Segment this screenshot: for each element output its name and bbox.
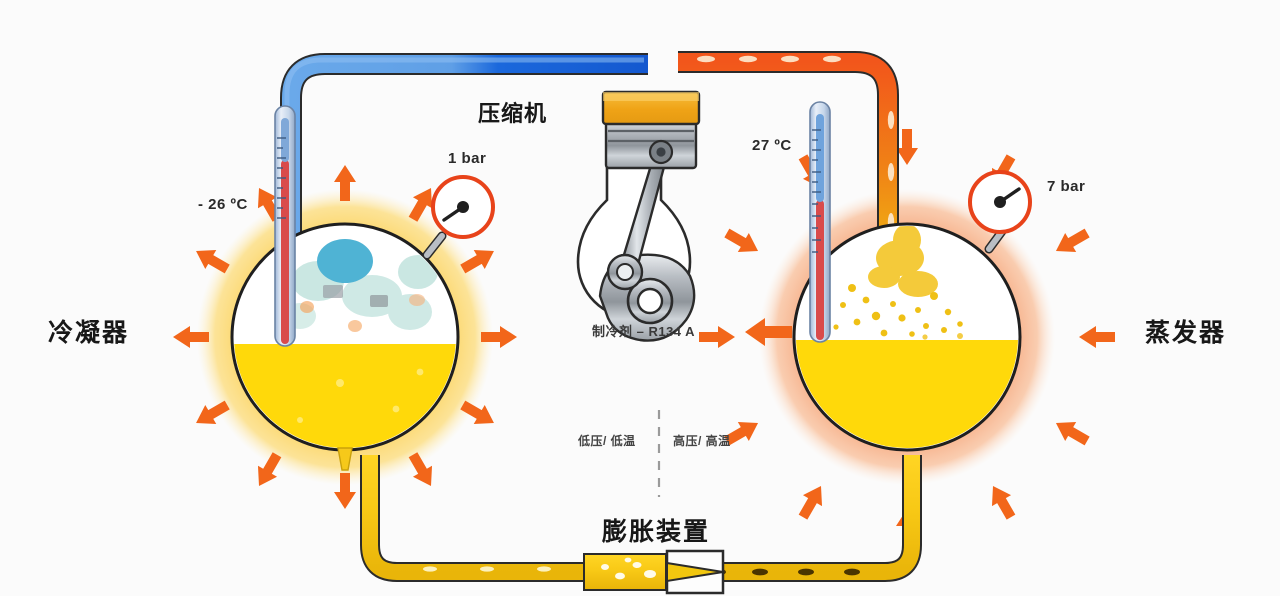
low-pressure-zone-label: 低压/ 低温 bbox=[578, 434, 636, 448]
compressor-head bbox=[601, 90, 701, 126]
evaporator-label: 蒸发器 bbox=[1145, 319, 1227, 347]
low-pressure-label: 1 bar bbox=[448, 150, 487, 167]
compressor-body bbox=[576, 90, 701, 342]
thermometer-right-icon bbox=[809, 101, 831, 343]
liquid-flow-highlights bbox=[423, 566, 551, 572]
condenser-temperature-label: - 26 ºC bbox=[198, 196, 248, 213]
suction-line-pipe bbox=[280, 53, 648, 250]
evaporator-droplets bbox=[833, 284, 963, 337]
expansion-device-label: 膨胀装置 bbox=[602, 518, 711, 546]
high-pressure-label: 7 bar bbox=[1047, 178, 1086, 195]
high-pressure-zone-label: 高压/ 高温 bbox=[673, 434, 731, 448]
condenser-label: 冷凝器 bbox=[48, 319, 130, 347]
refrigerant-label: 制冷剂 – R134 A bbox=[592, 324, 696, 339]
condenser-inner-specks bbox=[300, 285, 425, 332]
pressure-gauge-right-icon bbox=[968, 170, 1032, 254]
compressor-label: 压缩机 bbox=[478, 101, 548, 126]
evaporator-vessel bbox=[792, 222, 1022, 452]
evaporator-spray-plume bbox=[868, 226, 938, 297]
piston-icon bbox=[604, 116, 698, 170]
discharge-line-pipe bbox=[678, 51, 899, 255]
discharge-flow-highlights bbox=[697, 55, 895, 231]
expansion-valve-icon bbox=[583, 549, 725, 595]
connecting-rod-icon bbox=[606, 150, 670, 291]
thermometer-left-icon bbox=[274, 105, 296, 347]
evaporator-temperature-label: 27 ºC bbox=[752, 137, 792, 154]
pressure-gauge-left-icon bbox=[422, 175, 495, 260]
refrigerant-flow-arrow-icon bbox=[745, 318, 792, 346]
